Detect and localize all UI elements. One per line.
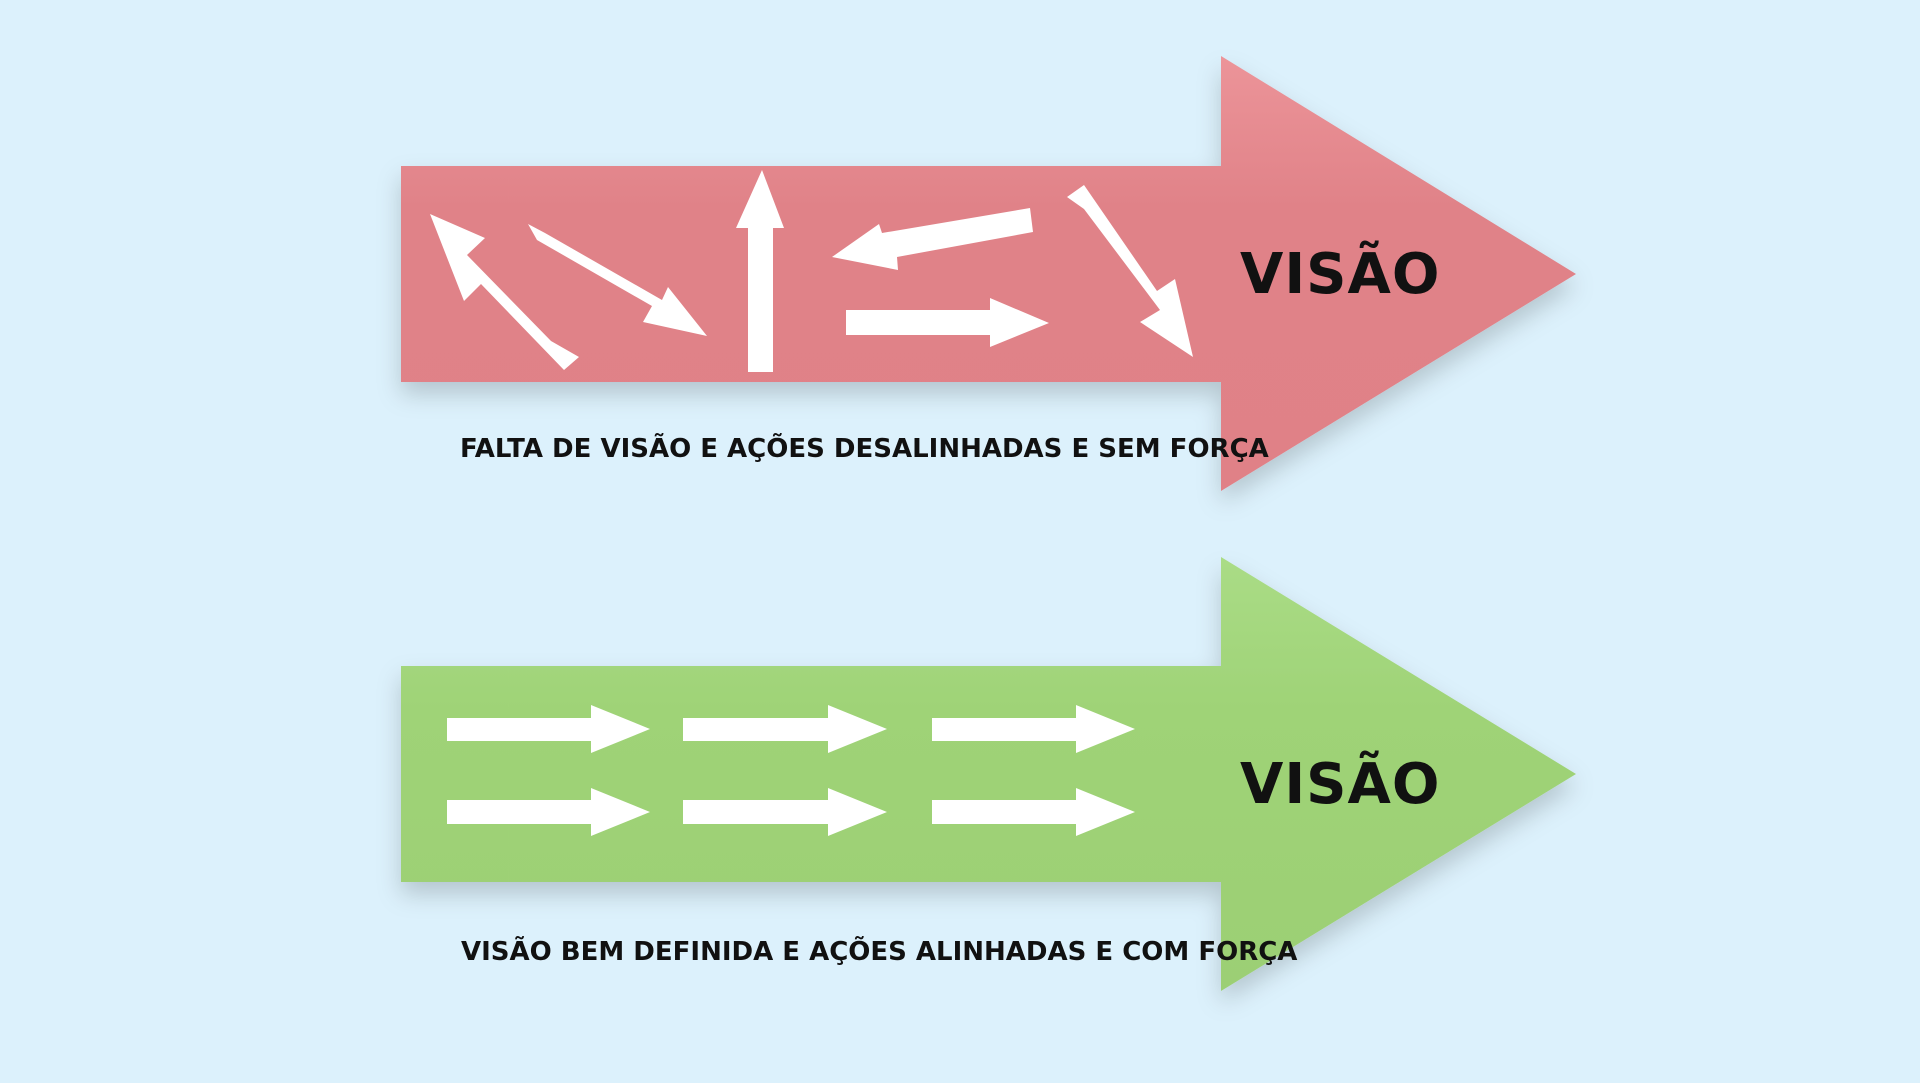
small-arrow-right-icon <box>447 788 650 836</box>
small-arrow-right-icon <box>447 705 650 753</box>
small-arrow-right-icon <box>683 788 887 836</box>
small-arrow-right-icon <box>846 298 1049 347</box>
small-arrow-right-icon <box>932 705 1135 753</box>
misaligned-arrow-group: VISÃO FALTA DE VISÃO E AÇÕES DESALINHADA… <box>401 56 1576 491</box>
small-arrow-left-icon <box>832 208 1033 270</box>
small-arrow-down-right-icon <box>528 224 707 336</box>
misaligned-vision-label: VISÃO <box>1240 241 1440 307</box>
small-arrow-right-icon <box>683 705 887 753</box>
misaligned-big-arrow <box>401 56 1576 491</box>
misaligned-caption: FALTA DE VISÃO E AÇÕES DESALINHADAS E SE… <box>460 432 1269 464</box>
small-arrow-down-right-steep-icon <box>1067 185 1193 357</box>
small-arrow-right-icon <box>932 788 1135 836</box>
aligned-caption: VISÃO BEM DEFINIDA E AÇÕES ALINHADAS E C… <box>461 935 1297 967</box>
aligned-vision-label: VISÃO <box>1240 751 1440 817</box>
aligned-small-arrows <box>447 705 1135 836</box>
small-arrow-up-icon <box>736 170 784 372</box>
aligned-arrow-group: VISÃO VISÃO BEM DEFINIDA E AÇÕES ALINHAD… <box>401 557 1576 991</box>
small-arrow-up-left-icon <box>430 214 579 370</box>
aligned-big-arrow <box>401 557 1576 991</box>
misaligned-small-arrows <box>430 170 1193 372</box>
